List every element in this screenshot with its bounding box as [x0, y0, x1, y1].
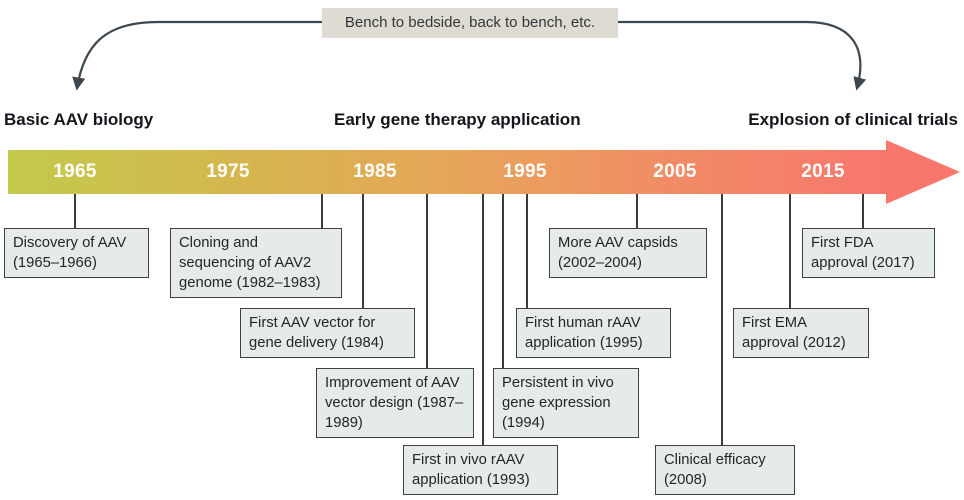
connector-line: [426, 194, 428, 368]
connector-line: [362, 194, 364, 308]
connector-line: [636, 194, 638, 228]
connector-line: [526, 194, 528, 308]
section-header-explosion-clinical-trials: Explosion of clinical trials: [748, 110, 958, 129]
timeline-arrowhead: [886, 140, 960, 204]
year-label-1975: 1975: [206, 161, 250, 182]
section-header-basic-aav-biology: Basic AAV biology: [4, 110, 154, 129]
event-box-first-in-vivo-raav: First in vivo rAAV application (1993): [403, 445, 558, 496]
connector-line: [721, 194, 723, 445]
year-label-2005: 2005: [653, 161, 697, 182]
bench-arrow-left: [72, 20, 322, 91]
event-box-cloning-sequencing-aav2: Cloning and sequencing of AAV2 genome (1…: [170, 228, 342, 299]
bench-arrow-right: [617, 20, 867, 91]
banner-label: Bench to bedside, back to bench, etc.: [322, 8, 618, 38]
event-box-improvement-aav-vector-design: Improvement of AAV vector design (1987–1…: [316, 368, 474, 439]
connector-line: [789, 194, 791, 308]
section-header-early-gene-therapy: Early gene therapy application: [334, 110, 581, 129]
event-box-discovery-of-aav: Discovery of AAV (1965–1966): [4, 228, 149, 279]
year-label-1995: 1995: [503, 161, 547, 182]
connector-line: [321, 194, 323, 228]
year-label-1985: 1985: [353, 161, 397, 182]
timeline-gradient-bar: [8, 150, 888, 194]
event-box-persistent-in-vivo-expression: Persistent in vivo gene expression (1994…: [493, 368, 639, 439]
connector-line: [74, 194, 76, 228]
event-box-more-aav-capsids: More AAV capsids (2002–2004): [549, 228, 707, 279]
connector-line: [482, 194, 484, 445]
year-label-2015: 2015: [801, 161, 845, 182]
curved-arrows-graphic: [72, 20, 867, 91]
event-box-first-fda-approval: First FDA approval (2017): [802, 228, 935, 279]
event-box-clinical-efficacy: Clinical efficacy (2008): [655, 445, 795, 496]
event-box-first-human-raav: First human rAAV application (1995): [516, 308, 671, 359]
connector-line: [862, 194, 864, 228]
connector-line: [502, 194, 504, 368]
event-box-first-aav-vector: First AAV vector for gene delivery (1984…: [240, 308, 415, 359]
year-label-1965: 1965: [53, 161, 97, 182]
event-box-first-ema-approval: First EMA approval (2012): [733, 308, 869, 359]
